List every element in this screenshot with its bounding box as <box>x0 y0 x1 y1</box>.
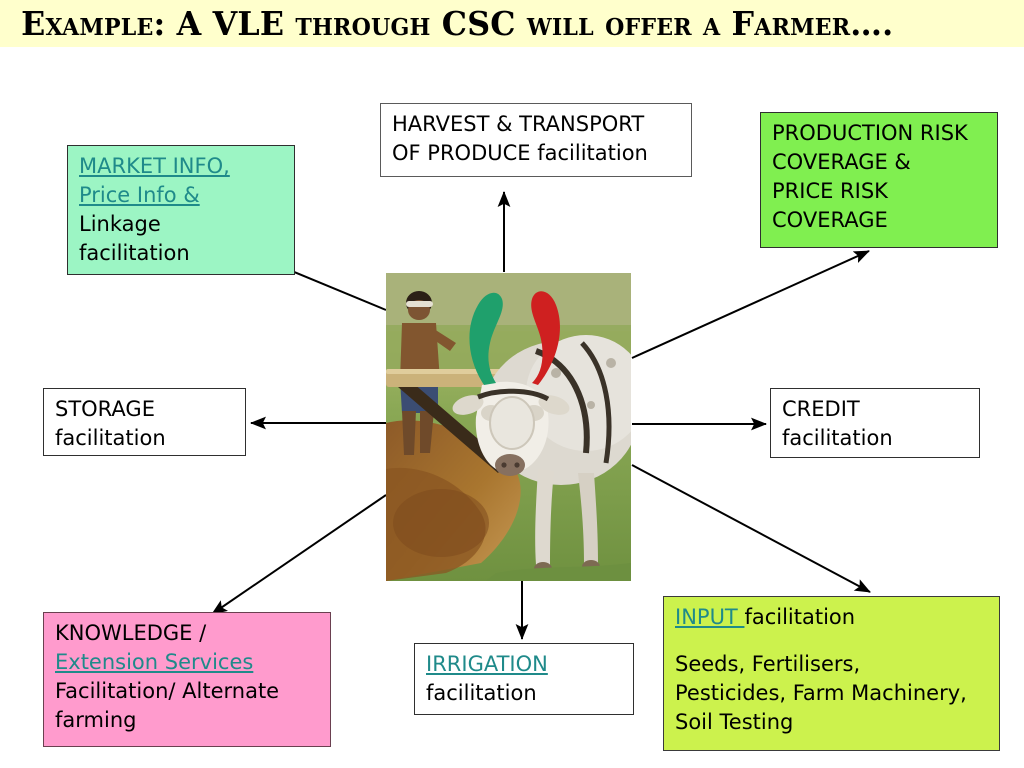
harvest-line1: HARVEST & TRANSPORT <box>392 112 645 136</box>
node-knowledge-extension[interactable]: KNOWLEDGE / Extension Services Facilitat… <box>43 612 331 747</box>
knowledge-line2: Extension Services <box>55 648 321 677</box>
irrigation-line1: IRRIGATION <box>426 650 624 679</box>
node-input-facilitation[interactable]: INPUT facilitation Seeds, Fertilisers, P… <box>663 596 1000 751</box>
input-line1: INPUT facilitation <box>675 603 990 632</box>
farmer-ploughing-illustration <box>386 273 631 581</box>
arrow-to-knowledge <box>211 494 387 615</box>
page-title: Example: A VLE through CSC will offer a … <box>21 4 894 43</box>
arrow-to-production <box>631 250 870 359</box>
ox-figure <box>452 291 631 576</box>
input-line4: Soil Testing <box>675 709 794 734</box>
market-line4: facilitation <box>79 240 190 265</box>
production-line4: COVERAGE <box>772 207 888 232</box>
node-harvest-transport[interactable]: HARVEST & TRANSPORT OF PRODUCE facilitat… <box>380 103 692 177</box>
production-line1: PRODUCTION RISK <box>772 121 968 145</box>
node-credit[interactable]: CREDIT facilitation <box>770 388 980 458</box>
market-info-link[interactable]: MARKET INFO, <box>79 154 230 178</box>
knowledge-line3: Facilitation/ Alternate <box>55 678 280 703</box>
input-line2: Seeds, Fertilisers, <box>675 651 861 676</box>
green-horn <box>469 292 503 385</box>
node-market-info[interactable]: MARKET INFO, Price Info & Linkage facili… <box>67 145 295 275</box>
arrow-to-input <box>631 464 871 593</box>
central-farmer-photo <box>386 273 631 581</box>
knowledge-line4: farming <box>55 707 137 732</box>
production-line3: PRICE RISK <box>772 178 888 203</box>
price-info-link[interactable]: Price Info & <box>79 182 200 207</box>
market-line2: Price Info & <box>79 181 285 210</box>
credit-line2: facilitation <box>782 425 893 450</box>
extension-services-link[interactable]: Extension Services <box>55 649 254 674</box>
storage-line1: STORAGE <box>55 397 155 421</box>
input-line3: Pesticides, Farm Machinery, <box>675 680 967 705</box>
input-line1-rest: facilitation <box>744 605 856 629</box>
irrigation-link[interactable]: IRRIGATION <box>426 652 548 676</box>
market-line1: MARKET INFO, <box>79 152 285 181</box>
harvest-line2: OF PRODUCE facilitation <box>392 140 648 165</box>
market-line3: Linkage <box>79 211 161 236</box>
node-irrigation[interactable]: IRRIGATION facilitation <box>414 643 634 715</box>
red-horn <box>531 291 560 385</box>
production-line2: COVERAGE & <box>772 149 911 174</box>
storage-line2: facilitation <box>55 425 166 450</box>
title-banner: Example: A VLE through CSC will offer a … <box>0 0 1024 47</box>
irrigation-line2: facilitation <box>426 680 537 705</box>
knowledge-line1: KNOWLEDGE / <box>55 621 207 645</box>
credit-line1: CREDIT <box>782 397 860 421</box>
node-production-risk[interactable]: PRODUCTION RISK COVERAGE & PRICE RISK CO… <box>760 112 998 248</box>
input-link[interactable]: INPUT <box>675 605 745 629</box>
node-storage[interactable]: STORAGE facilitation <box>43 388 246 456</box>
